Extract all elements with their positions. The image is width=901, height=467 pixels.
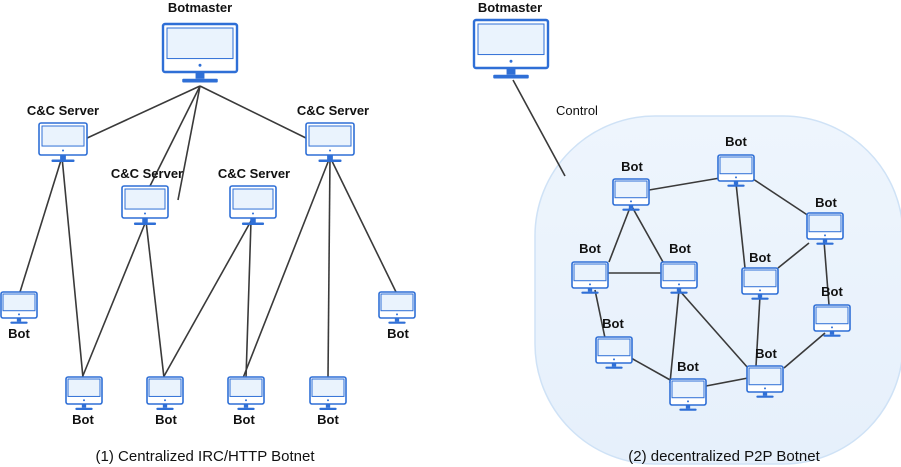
control-label: Control [556,103,598,118]
link-line [512,79,566,177]
botmaster-label-right: Botmaster [478,0,542,15]
monitor-icon [305,122,355,163]
monitor-icon [806,212,844,245]
bot-label-p3: Bot [815,195,837,210]
monitor-icon [595,336,633,369]
monitor-icon [669,378,707,411]
link-line [669,289,680,384]
botmaster-label-left: Botmaster [168,0,232,15]
bot-label-p10: Bot [677,359,699,374]
link-line [755,295,761,367]
link-line [648,177,721,191]
cc-server-label-1: C&C Server [27,103,99,118]
monitor-icon [161,22,239,83]
link-line [81,220,147,379]
link-line [777,242,810,269]
link-line [746,174,819,223]
bot-label-p6: Bot [749,250,771,265]
network-links [19,79,830,387]
link-line [61,156,84,379]
link-line [199,85,309,140]
network-nodes [0,18,851,411]
monitor-icon [38,122,88,163]
monitor-icon [65,376,103,410]
monitor-icon [612,178,650,211]
link-line [327,156,331,379]
link-line [242,156,331,379]
cc-server-label-3: C&C Server [218,166,290,181]
monitor-icon [660,261,698,294]
bot-label-c1: Bot [8,326,30,341]
bot-label-p7: Bot [821,284,843,299]
link-line [19,156,63,293]
monitor-icon [472,18,550,79]
monitor-icon [571,261,609,294]
monitor-icon [121,185,169,226]
link-line [84,85,201,140]
caption-centralized: (1) Centralized IRC/HTTP Botnet [96,448,316,465]
link-line [142,85,201,201]
monitor-icon [0,291,38,324]
bot-label-c2: Bot [387,326,409,341]
cc-server-label-2: C&C Server [111,166,183,181]
monitor-icon [746,365,784,398]
monitor-icon [378,291,416,324]
monitor-icon [813,304,851,337]
bot-label-p8: Bot [602,316,624,331]
monitor-icon [309,376,347,410]
monitor-icon [227,376,265,410]
caption-decentralized: (2) decentralized P2P Botnet [628,448,820,465]
bot-label-c4: Bot [155,412,177,427]
link-line [678,289,749,369]
link-line [145,220,165,379]
monitor-icon [146,376,184,410]
bot-label-c6: Bot [317,412,339,427]
monitor-icon [229,185,277,226]
link-line [162,220,252,379]
link-line [177,85,201,201]
bot-label-p1: Bot [725,134,747,149]
link-line [608,204,632,263]
monitor-icon [717,154,755,187]
link-line [630,204,664,263]
monitor-icon [741,267,779,300]
bot-label-p2: Bot [621,159,643,174]
link-line [735,182,746,269]
bot-label-p9: Bot [755,346,777,361]
link-line [823,240,830,306]
bot-label-c3: Bot [72,412,94,427]
bot-label-p4: Bot [579,241,601,256]
bot-label-c5: Bot [233,412,255,427]
labels: Botmaster C&C Server C&C Server C&C Serv… [8,0,843,465]
link-line [245,220,252,379]
link-line [329,156,397,293]
bot-label-p5: Bot [669,241,691,256]
cc-server-label-4: C&C Server [297,103,369,118]
link-line [783,332,826,369]
link-line [705,377,749,387]
link-line [630,357,673,382]
link-line [594,289,606,339]
